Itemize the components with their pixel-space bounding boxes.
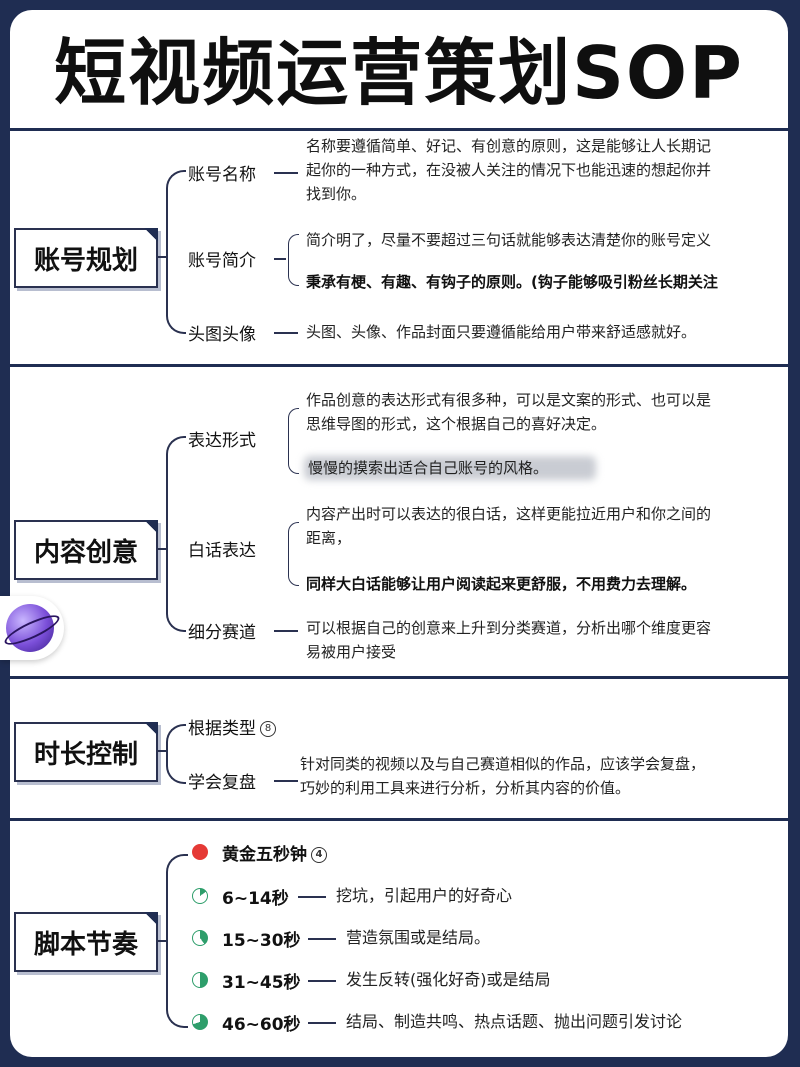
progress-pie-icon (192, 1014, 208, 1030)
desc-niche: 可以根据自己的创意来上升到分类赛道，分析出哪个维度更容 易被用户接受 (306, 619, 712, 661)
desc-account-intro: 简介明了，尽量不要超过三句话就能够表达清楚你的账号定义 (306, 231, 712, 249)
desc-account-name: 名称要遵循简单、好记、有创意的原则，这是能够让人长期记 起你的一种方式，在没被人… (306, 137, 712, 203)
progress-pie-icon (192, 972, 208, 988)
connector (274, 172, 298, 174)
node-review: 学会复盘 (186, 768, 258, 793)
fold-corner-icon (144, 912, 158, 926)
root-label: 脚本节奏 (33, 929, 138, 960)
connector (156, 940, 166, 942)
desc-6-14s: 挖坑，引起用户的好奇心 (336, 886, 513, 905)
page-title: 短视频运营策划SOP (54, 31, 744, 115)
branch-bracket (166, 436, 188, 632)
progress-pie-icon (192, 844, 208, 860)
desc-avatar: 头图、头像、作品封面只要遵循能给用户带来舒适感就好。 (306, 323, 697, 341)
node-account-name: 账号名称 (186, 160, 258, 185)
node-15-30s: 15~30秒 (220, 926, 303, 951)
desc-plain-talk: 内容产出时可以表达的很白话，这样更能拉近用户和你之间的 距离， (306, 505, 712, 547)
connector (156, 548, 166, 550)
connector (308, 1022, 336, 1024)
node-46-60s: 46~60秒 (220, 1010, 303, 1035)
desc-31-45s: 发生反转(强化好奇)或是结局 (346, 970, 551, 989)
root-label: 账号规划 (33, 245, 138, 276)
sub-brace (288, 522, 299, 586)
desc-plain-talk-bold: 同样大白话能够让用户阅读起来更舒服，不用费力去理解。 (306, 575, 697, 593)
connector (298, 896, 326, 898)
desc-account-intro-bold: 秉承有梗、有趣、有钩子的原则。(钩子能够吸引粉丝长期关注 (306, 273, 718, 291)
node-31-45s: 31~45秒 (220, 968, 303, 993)
connector (156, 750, 166, 752)
branch-bracket (166, 724, 188, 784)
connector (308, 980, 336, 982)
desc-expression-extra: 慢慢的摸索出适合自己账号的风格。 (308, 459, 549, 477)
connector (156, 256, 166, 258)
connector (274, 332, 298, 334)
connector (274, 780, 298, 782)
highlight-mark (304, 456, 596, 480)
connector (274, 630, 298, 632)
node-avatar: 头图头像 (186, 320, 258, 345)
connector (308, 938, 336, 940)
connector (274, 258, 286, 260)
branch-bracket (166, 170, 188, 334)
desc-46-60s: 结局、制造共鸣、热点话题、抛出问题引发讨论 (346, 1012, 683, 1031)
fold-corner-icon (144, 520, 158, 534)
root-node-script: 脚本节奏 (14, 912, 158, 972)
root-node-account: 账号规划 (14, 228, 158, 288)
desc-review: 针对同类的视频以及与自己赛道相似的作品，应该学会复盘， 巧妙的利用工具来进行分析… (300, 755, 706, 797)
desc-15-30s: 营造氛围或是结局。 (346, 928, 491, 947)
node-expression: 表达形式 (186, 426, 258, 451)
node-account-intro: 账号简介 (186, 246, 258, 271)
divider (10, 128, 788, 131)
divider (10, 364, 788, 367)
node-6-14s: 6~14秒 (220, 884, 291, 909)
divider (10, 818, 788, 821)
fold-corner-icon (144, 722, 158, 736)
branch-bracket (166, 854, 188, 1028)
count-badge: 4 (311, 847, 327, 863)
root-label: 内容创意 (33, 537, 138, 568)
planet-icon (6, 604, 54, 652)
count-badge: 8 (260, 721, 276, 737)
node-niche: 细分赛道 (186, 618, 258, 643)
mindmap-card: 短视频运营策划SOP 账号规划 账号名称 账号简介 头图头像 名称要遵循简单、好… (10, 10, 788, 1057)
progress-pie-icon (192, 930, 208, 946)
desc-expression: 作品创意的表达形式有很多种，可以是文案的形式、也可以是 思维导图的形式，这个根据… (306, 391, 712, 433)
progress-pie-icon (192, 888, 208, 904)
fold-corner-icon (144, 228, 158, 242)
divider (10, 676, 788, 679)
root-node-duration: 时长控制 (14, 722, 158, 782)
root-node-content: 内容创意 (14, 520, 158, 580)
node-plain-talk: 白话表达 (186, 536, 258, 561)
root-label: 时长控制 (33, 739, 138, 770)
sub-brace (288, 234, 299, 286)
app-logo-icon[interactable] (0, 596, 64, 660)
sub-brace (288, 408, 299, 474)
